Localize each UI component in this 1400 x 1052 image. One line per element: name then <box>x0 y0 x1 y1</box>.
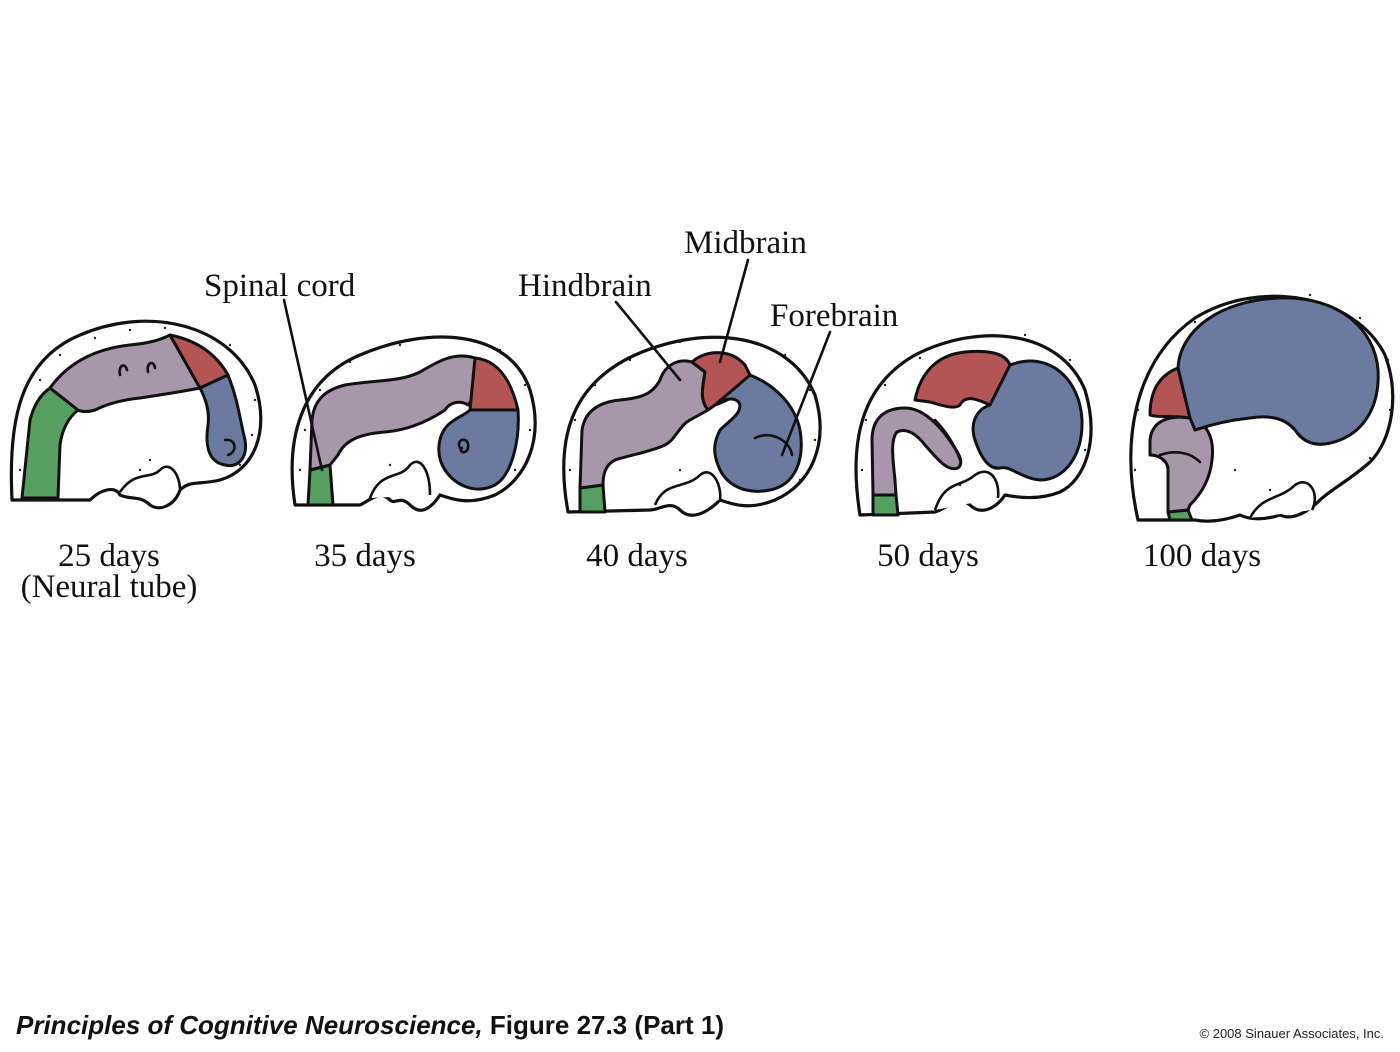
hindbrain-leader <box>614 300 682 382</box>
book-title: Principles of Cognitive Neuroscience, <box>16 1010 483 1040</box>
embryo-35-days <box>290 335 537 512</box>
stage-sublabel-25: (Neural tube) <box>21 569 198 605</box>
forebrain-region <box>971 359 1084 482</box>
forebrain-region <box>1176 296 1380 446</box>
stage-label-50: 50 days <box>877 538 979 574</box>
stage-label-35: 35 days <box>314 538 416 574</box>
stage-label-40: 40 days <box>586 538 688 574</box>
forebrain-region <box>437 408 520 491</box>
stage-label-25: 25 days <box>58 538 160 574</box>
spinal-cord-region <box>871 493 900 517</box>
embryo-40-days <box>562 335 822 517</box>
spinal-cord-leader <box>282 298 324 472</box>
embryo-100-days <box>1129 293 1395 523</box>
hindbrain-label: Hindbrain <box>518 268 652 304</box>
spinal-cord-label: Spinal cord <box>204 268 356 304</box>
embryo-25-days <box>9 319 263 510</box>
forebrain-region <box>713 373 803 493</box>
figure-caption: Principles of Cognitive Neuroscience, Fi… <box>16 1010 724 1041</box>
hindbrain-region <box>870 406 963 497</box>
midbrain-leader <box>718 258 750 364</box>
copyright-notice: © 2008 Sinauer Associates, Inc. <box>1199 1026 1384 1041</box>
stage-label-100: 100 days <box>1143 538 1261 574</box>
hindbrain-region <box>48 333 202 413</box>
forebrain-leader <box>780 330 832 457</box>
figure-reference: Figure 27.3 (Part 1) <box>482 1010 724 1040</box>
midbrain-label: Midbrain <box>684 225 807 261</box>
forebrain-label: Forebrain <box>770 298 898 334</box>
spinal-cord-region <box>578 483 607 514</box>
embryo-50-days <box>854 333 1093 517</box>
